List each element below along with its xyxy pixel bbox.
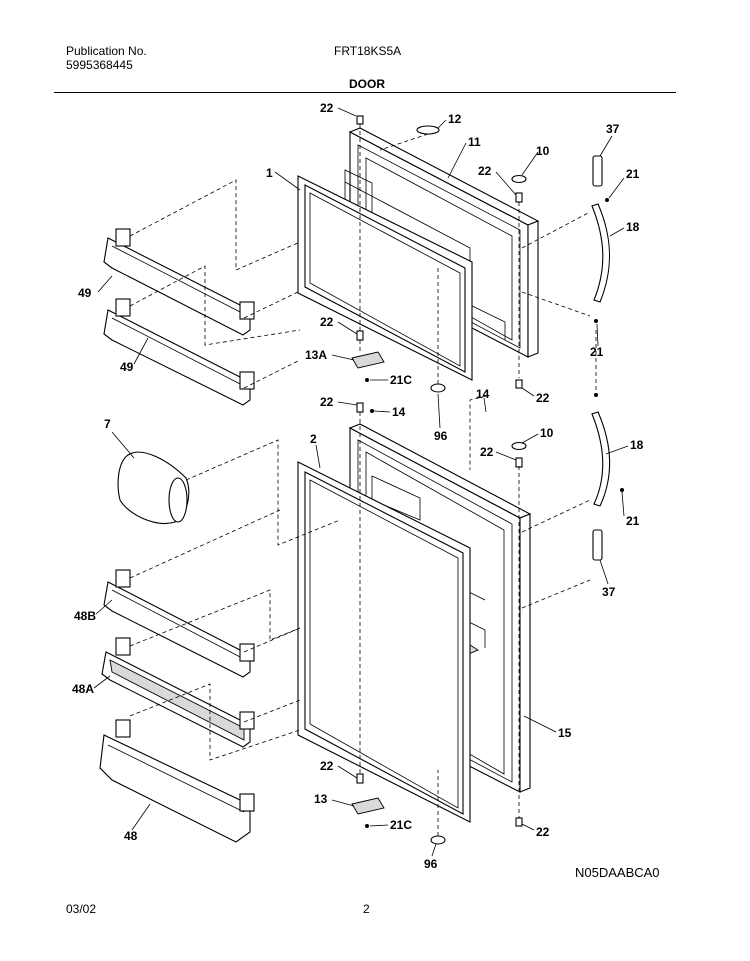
freezer-door-gasket (297, 175, 473, 381)
callout-96: 96 (434, 429, 448, 443)
callout-21: 21 (590, 345, 604, 359)
fresh-food-shelf-48a (101, 637, 255, 748)
callout-49: 49 (120, 360, 134, 374)
fresh-food-shelf-48 (99, 719, 255, 843)
callout-21c: 21C (390, 818, 412, 832)
callout-96: 96 (424, 857, 438, 871)
callout-22: 22 (320, 315, 334, 329)
callout-49: 49 (78, 286, 92, 300)
callout-10: 10 (540, 426, 554, 440)
callout-22: 22 (536, 391, 550, 405)
callout-21: 21 (626, 514, 640, 528)
fresh-food-door-gasket (297, 461, 471, 823)
callout-22: 22 (320, 101, 334, 115)
callout-labels: 22 12 11 37 1 10 22 21 18 49 22 13A 21C … (72, 101, 644, 871)
callout-18: 18 (626, 220, 640, 234)
freezer-handle (591, 155, 611, 323)
callout-11: 11 (468, 135, 481, 149)
callout-15: 15 (558, 726, 572, 740)
callout-10: 10 (536, 144, 550, 158)
callout-22: 22 (478, 164, 492, 178)
callout-22: 22 (480, 445, 494, 459)
model-number: FRT18KS5A (334, 44, 402, 58)
callout-21c: 21C (390, 373, 412, 387)
assembly-dashed-lines (129, 124, 597, 836)
callout-37: 37 (606, 122, 620, 136)
callout-18: 18 (630, 438, 644, 452)
callout-14: 14 (392, 405, 406, 419)
page-number: 2 (363, 902, 370, 916)
publication-label: Publication No. (66, 44, 147, 58)
callout-37: 37 (602, 585, 616, 599)
publication-number: 5995368445 (66, 58, 133, 72)
callout-7: 7 (104, 417, 111, 431)
header-rule (54, 92, 676, 93)
callout-leaders (93, 107, 629, 857)
fresh-food-shelf-48b (103, 569, 255, 678)
dairy-compartment-cover (117, 451, 190, 524)
footer-date: 03/02 (66, 902, 97, 916)
callout-13a: 13A (305, 348, 327, 362)
callout-22: 22 (320, 759, 334, 773)
callout-21: 21 (626, 167, 640, 181)
diagram-code: N05DAABCA0 (575, 865, 660, 880)
callout-13: 13 (314, 792, 328, 806)
callout-22: 22 (320, 395, 334, 409)
section-title: DOOR (349, 77, 385, 91)
callout-2: 2 (310, 432, 317, 446)
callout-48: 48 (124, 829, 138, 843)
freezer-door-shelf-49-upper (103, 228, 255, 336)
fresh-food-handle (591, 393, 624, 561)
callout-48a: 48A (72, 682, 94, 696)
callout-22: 22 (536, 825, 550, 839)
callout-12: 12 (448, 112, 462, 126)
fresh-food-hinge-parts (351, 402, 527, 845)
callout-48b: 48B (74, 609, 96, 623)
callout-14: 14 (476, 387, 490, 401)
freezer-hinge-parts (351, 115, 527, 393)
callout-1: 1 (266, 166, 273, 180)
freezer-door-shelf-49-lower (103, 298, 255, 406)
freezer-door-panel (344, 127, 540, 358)
